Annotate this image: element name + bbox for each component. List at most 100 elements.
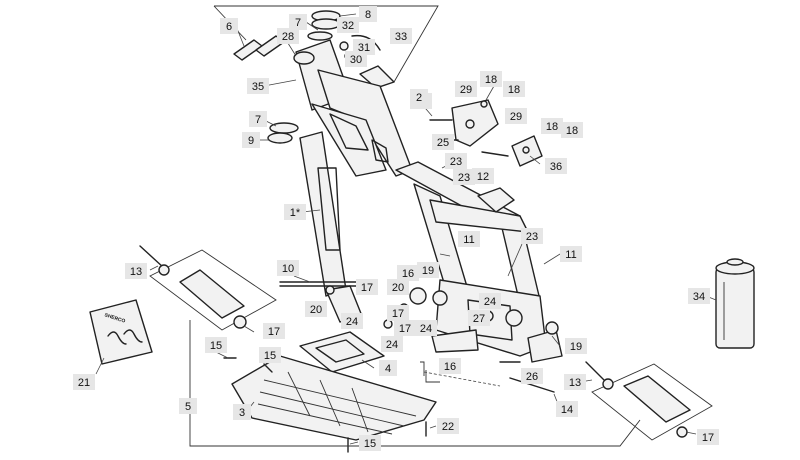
callout-number: 24 [386, 339, 398, 351]
callout-17: 29 [505, 108, 527, 124]
callout-46: 15 [259, 347, 281, 363]
callout-box [390, 28, 412, 44]
callout-box [387, 305, 409, 321]
callout-28: 11 [560, 246, 582, 262]
callout-number: 2 [416, 92, 422, 104]
callout-19: 18 [541, 118, 563, 134]
callout-number: 29 [460, 84, 472, 96]
callout-number: 8 [365, 9, 371, 21]
callout-number: 17 [399, 323, 411, 335]
callout-33: 34 [688, 288, 710, 304]
callout-number: 19 [570, 341, 582, 353]
callout-53: 5 [179, 398, 197, 414]
callout-35: 20 [305, 301, 327, 317]
callout-44: 24 [479, 293, 501, 309]
callout-box [445, 153, 467, 169]
callout-number: 3 [239, 407, 245, 419]
callout-box [277, 260, 299, 276]
callout-box [439, 358, 461, 374]
callout-box [359, 435, 381, 451]
callout-number: 23 [526, 231, 538, 243]
callout-number: 7 [255, 114, 261, 126]
callout-box [247, 78, 269, 94]
callout-number: 13 [130, 266, 142, 278]
callout-number: 16 [402, 268, 414, 280]
callout-box [381, 336, 403, 352]
callout-18: 25 [432, 134, 454, 150]
callout-box [545, 158, 567, 174]
callout-number: 26 [526, 371, 538, 383]
callout-43: 27 [468, 310, 490, 326]
callout-box [417, 262, 439, 278]
callout-number: 13 [569, 377, 581, 389]
callout-box [233, 404, 251, 420]
callout-number: 35 [252, 81, 264, 93]
callout-47: 4 [379, 360, 397, 376]
callout-20: 18 [561, 122, 583, 138]
callout-32: 19 [417, 262, 439, 278]
callout-box [688, 288, 710, 304]
callout-number: 11 [565, 249, 576, 261]
callout-42: 24 [415, 320, 437, 336]
callout-number: 24 [420, 323, 432, 335]
spray-can [715, 258, 755, 349]
callout-55: 14 [556, 401, 578, 417]
assembly-guide-lines [189, 320, 641, 447]
callout-27: 23 [521, 228, 543, 244]
callout-number: 18 [566, 125, 578, 137]
callout-box [453, 169, 475, 185]
callout-3: 8 [359, 6, 377, 22]
callout-number: 34 [693, 291, 705, 303]
callout-45: 15 [205, 337, 227, 353]
callout-14: 29 [455, 81, 477, 97]
callout-number: 14 [561, 404, 573, 416]
callout-number: 21 [78, 377, 90, 389]
callout-number: 20 [392, 282, 404, 294]
callout-box [561, 122, 583, 138]
callout-number: 17 [702, 432, 714, 444]
callout-box [480, 71, 502, 87]
callout-number: 1* [290, 207, 301, 219]
callout-38: 24 [381, 336, 403, 352]
callout-box [387, 279, 409, 295]
callout-number: 23 [458, 172, 470, 184]
callout-5: 28 [277, 28, 299, 44]
callout-box [125, 263, 147, 279]
callout-23: 23 [453, 169, 475, 185]
callout-box [415, 320, 437, 336]
callout-number: 36 [550, 161, 562, 173]
callout-box [468, 310, 490, 326]
callout-number: 18 [508, 84, 520, 96]
callout-13: 2 [410, 89, 428, 105]
callout-number: 18 [546, 121, 558, 133]
leader-lines [95, 13, 717, 445]
callout-41: 17 [387, 305, 409, 321]
callout-number: 11 [463, 234, 474, 246]
callout-box [437, 418, 459, 434]
callout-box [521, 228, 543, 244]
callout-box [205, 337, 227, 353]
callout-box [541, 118, 563, 134]
side-bracket [481, 135, 543, 167]
callout-40: 17 [394, 320, 416, 336]
callout-box [556, 401, 578, 417]
callout-number: 18 [485, 74, 497, 86]
callout-24: 12 [472, 168, 494, 184]
callout-number: 7 [295, 17, 301, 29]
callout-box [73, 374, 95, 390]
callout-number: 4 [385, 363, 391, 375]
callout-box [394, 320, 416, 336]
callout-number: 15 [210, 340, 222, 352]
steering-bearings [307, 10, 341, 41]
callout-box [455, 81, 477, 97]
callout-15: 18 [480, 71, 502, 87]
callout-box [341, 313, 363, 329]
callout-9: 35 [247, 78, 269, 94]
callout-box [359, 6, 377, 22]
callout-box [220, 18, 238, 34]
callout-number: 23 [450, 156, 462, 168]
callout-39: 17 [263, 323, 285, 339]
callout-box [277, 28, 299, 44]
callout-number: 24 [346, 316, 358, 328]
callout-11: 9 [242, 132, 260, 148]
